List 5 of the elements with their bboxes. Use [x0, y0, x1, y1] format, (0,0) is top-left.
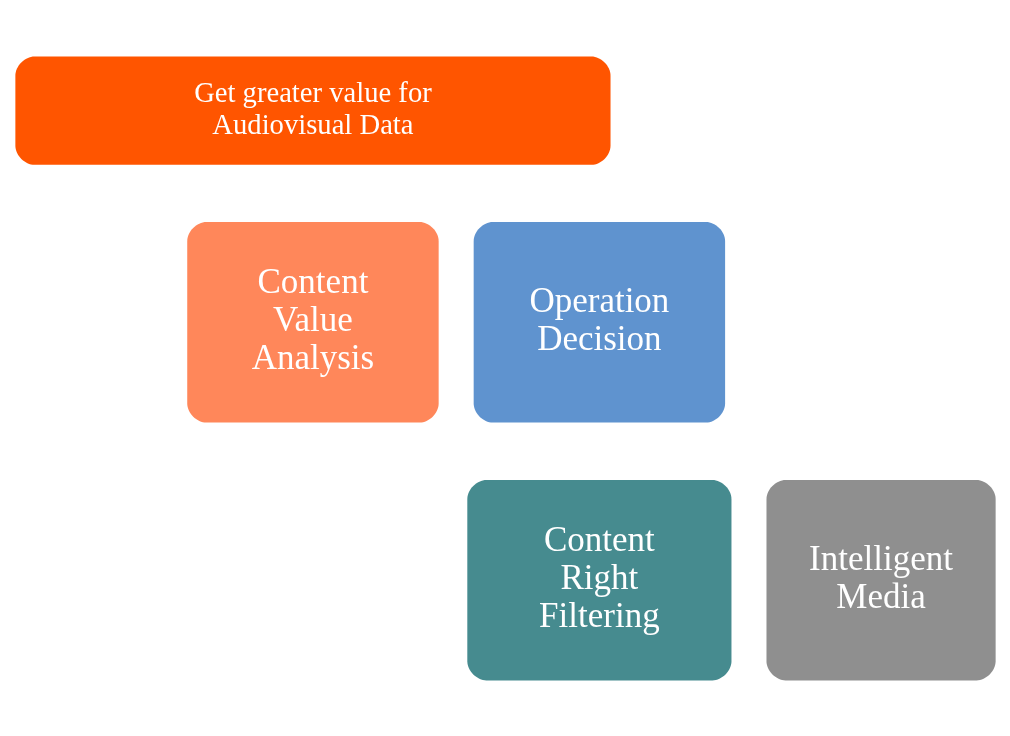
node-box: Content Right Filtering [466, 479, 731, 680]
node-box: Content Value Analysis [186, 221, 439, 423]
node-box: Intelligent Media [766, 479, 996, 680]
node-box: Get greater value for Audiovisual Data [14, 56, 611, 165]
node-box: Operation Decision [473, 221, 725, 423]
